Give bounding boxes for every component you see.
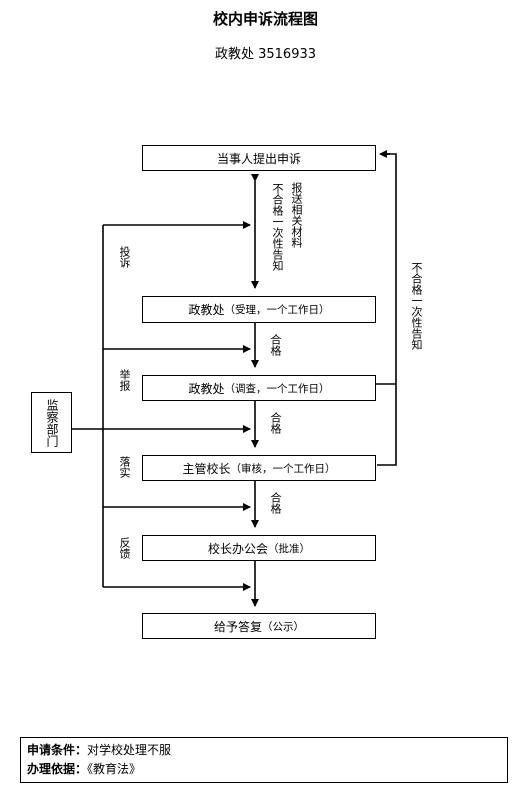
supervise-label: 监察部门 <box>45 398 59 447</box>
label-feedback: 反馈 <box>118 537 131 559</box>
node-meeting: 校长办公会（批准） <box>142 535 376 561</box>
label-complaint: 投诉 <box>118 246 131 268</box>
node-reply: 给予答复（公示） <box>142 613 376 639</box>
label-pass-1: 合格 <box>269 334 282 356</box>
footer-condition: 申请条件：对学校处理不服 <box>27 743 172 757</box>
footer-basis: 办理依据：《教育法》 <box>27 762 142 776</box>
label-pass-2: 合格 <box>269 412 282 434</box>
label-unqualified-right: 不合格一次性告知 <box>410 262 423 350</box>
page-subtitle: 政教处 3516933 <box>214 47 317 62</box>
node-review: 主管校长（审核，一个工作日） <box>142 455 376 481</box>
label-unqualified-left: 不合格一次性告知 <box>271 183 284 271</box>
footer-box: 申请条件：对学校处理不服 办理依据：《教育法》 <box>20 737 508 783</box>
label-report-materials: 报送相关材料 <box>290 182 303 248</box>
node-supervise: 监察部门 <box>31 392 72 453</box>
right-loop <box>377 153 397 466</box>
label-pass-3: 合格 <box>269 492 282 514</box>
node-start: 当事人提出申诉 <box>142 145 376 171</box>
node-accept: 政教处（受理，一个工作日） <box>142 296 376 323</box>
label-report: 举报 <box>118 369 131 391</box>
label-implement: 落实 <box>118 456 131 478</box>
node-investigate: 政教处（调查，一个工作日） <box>142 375 376 401</box>
page-title: 校内申诉流程图 <box>212 10 318 28</box>
